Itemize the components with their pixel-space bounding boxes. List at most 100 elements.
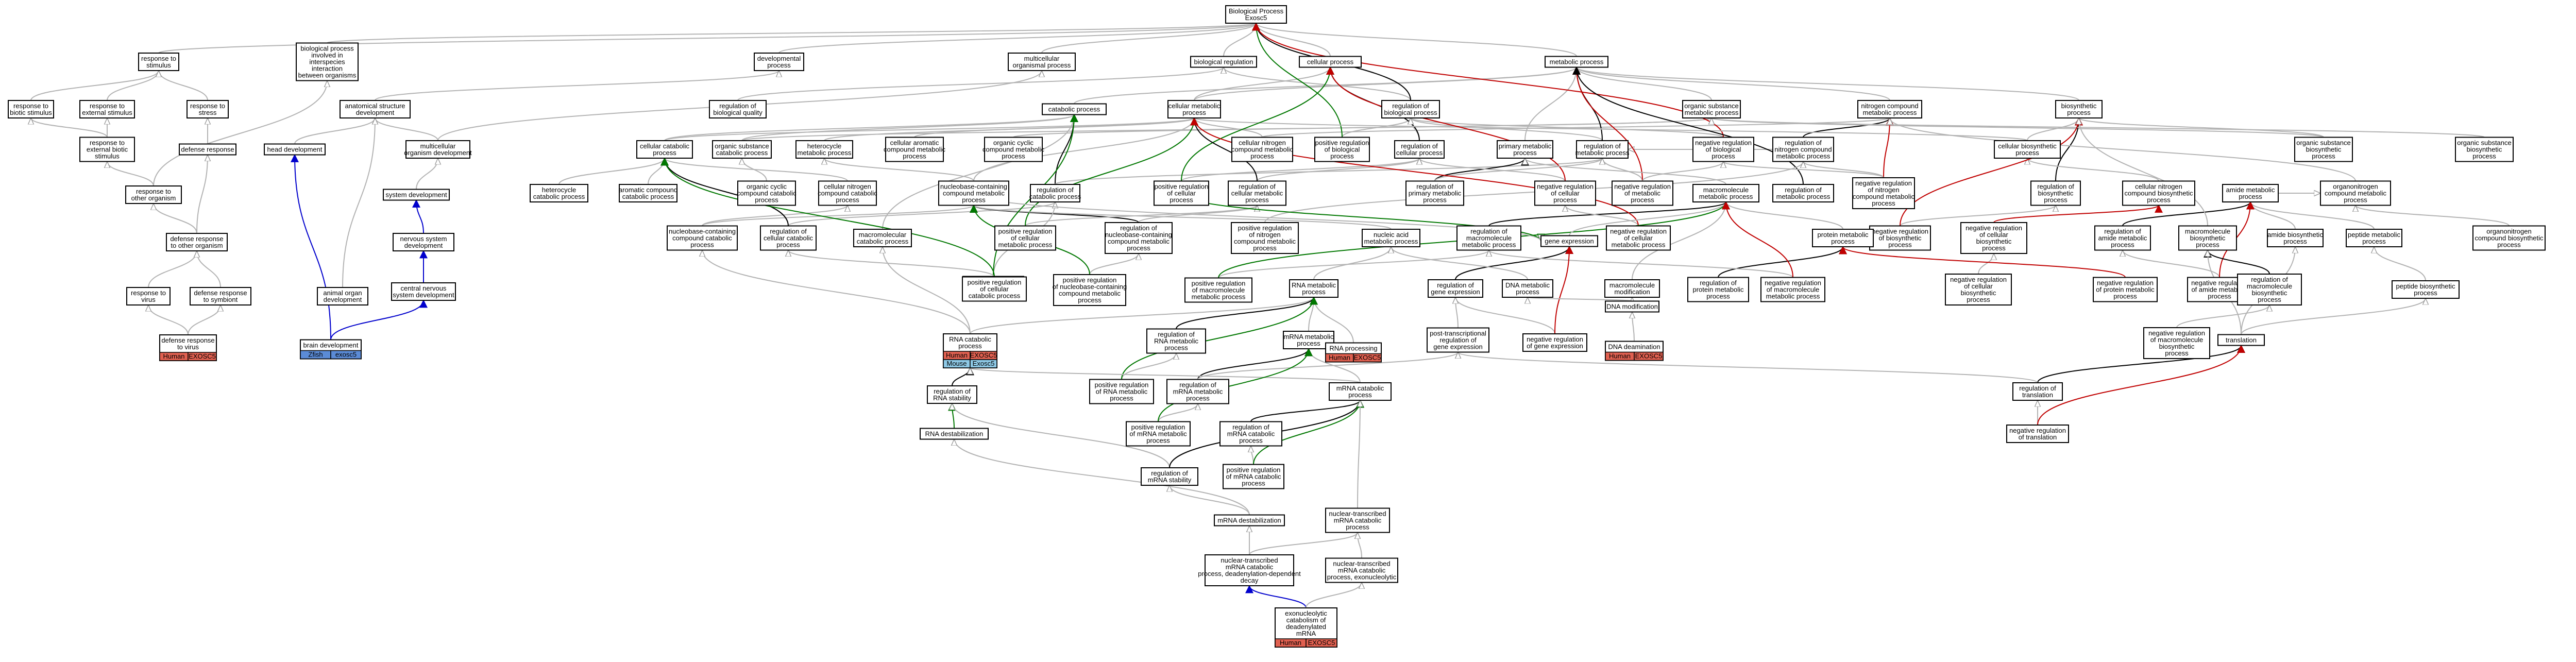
go-term-sysdev[interactable]: system development [383, 189, 450, 201]
go-term-breg[interactable]: biological regulation [1190, 56, 1257, 68]
go-term-mrnadestab[interactable]: mRNA destabilization [1214, 514, 1285, 527]
go-term-hdev[interactable]: head development [264, 143, 326, 156]
go-term-rmbp[interactable]: regulation ofmacromoleculebiosyntheticpr… [2237, 274, 2302, 305]
go-term-transl[interactable]: translation [2217, 334, 2265, 346]
go-term-defr[interactable]: defense response [179, 143, 236, 156]
go-term-dnam[interactable]: DNA modification [1605, 300, 1659, 313]
go-term-rncnmp[interactable]: regulation ofnucleobase-containingcompou… [1105, 222, 1173, 254]
go-term-mp[interactable]: metabolic process [1545, 56, 1608, 68]
